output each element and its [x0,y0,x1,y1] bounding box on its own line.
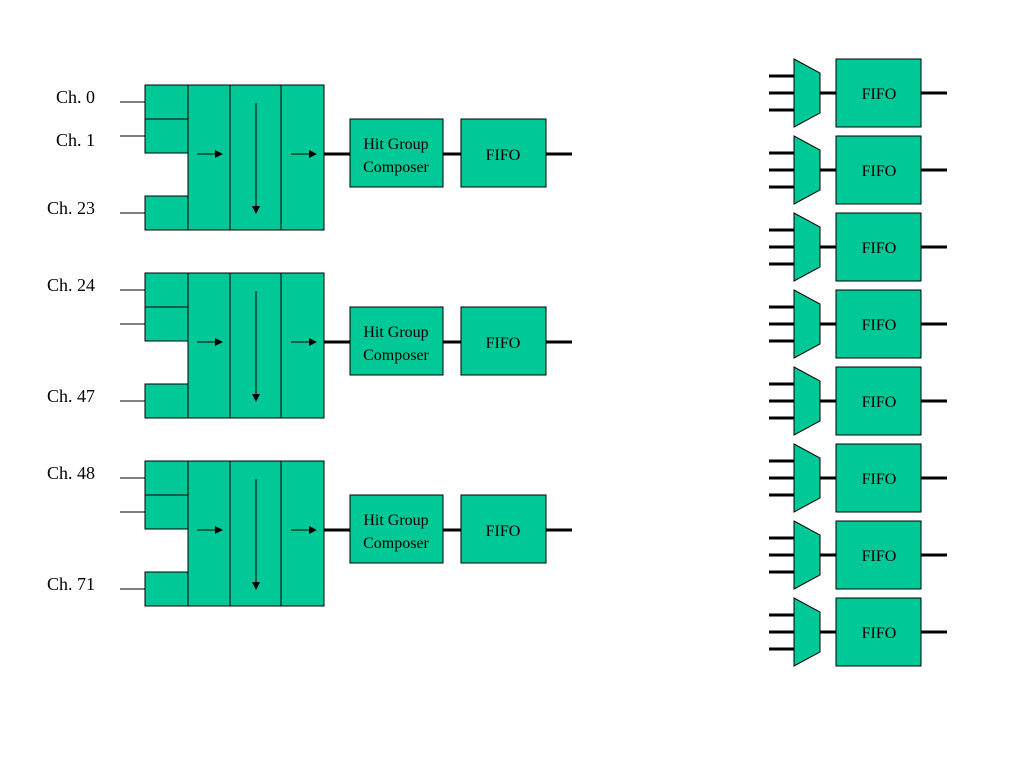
multiplexer [793,443,821,513]
multiplexer [793,366,821,436]
channel-label: Ch. 24 [47,275,95,295]
channel-label: Ch. 47 [47,386,95,406]
channel-label: Ch. 71 [47,574,95,594]
fifo-box [835,212,922,282]
fifo-box [835,135,922,205]
fifo-label: FIFO [862,471,897,488]
multiplexer [793,597,821,667]
multiplexer [793,289,821,359]
input-cell [144,195,189,231]
channel-label: Ch. 48 [47,463,95,483]
fifo-label: FIFO [486,335,521,352]
mux-fifo-row-1: FIFO [769,58,947,128]
mux-fifo-row-4: FIFO [769,289,947,359]
pipeline-stage [280,84,325,231]
channel-label: Ch. 23 [47,198,95,218]
input-cell [144,460,189,496]
mux-fifo-row-5: FIFO [769,366,947,436]
pipeline-stage [187,460,231,607]
input-cell [144,571,189,607]
fifo-label: FIFO [862,548,897,565]
channel-label: Ch. 1 [56,130,95,150]
mux-fifo-row-3: FIFO [769,212,947,282]
input-cell [144,494,189,530]
fifo-box [835,366,922,436]
multiplexer [793,212,821,282]
fifo-label: FIFO [862,240,897,257]
pipeline-stage [280,460,325,607]
fifo-label: FIFO [862,86,897,103]
fifo-box [835,597,922,667]
input-cell [144,272,189,308]
input-cell [144,118,189,154]
fifo-label: FIFO [486,147,521,164]
hit-group-composer-label-line1: Hit Group [363,324,428,341]
fifo-box [835,289,922,359]
input-cell [144,383,189,419]
pipeline-stage [187,272,231,419]
hit-group-composer [349,494,444,564]
hit-group-composer-label-line1: Hit Group [363,512,428,529]
mux-fifo-row-7: FIFO [769,520,947,590]
multiplexer [793,135,821,205]
hit-group-composer-label-line1: Hit Group [363,136,428,153]
hit-group-composer [349,306,444,376]
mux-fifo-row-6: FIFO [769,443,947,513]
fifo-box [835,58,922,128]
hit-group-composer-label-line2: Composer [363,347,429,364]
mux-fifo-column: FIFO FIFO FIFO FIFO FIFO FIFO FIFO FIFO [769,58,947,667]
input-cell [144,84,189,120]
input-cell [144,306,189,342]
mux-fifo-row-8: FIFO [769,597,947,667]
pipeline-stage [187,84,231,231]
fifo-label: FIFO [862,317,897,334]
hit-group-composer-label-line2: Composer [363,535,429,552]
hit-group-composer-label-line2: Composer [363,159,429,176]
fifo-box [835,443,922,513]
multiplexer [793,58,821,128]
pipeline-stage [280,272,325,419]
channel-label: Ch. 0 [56,87,95,107]
hit-group-composer [349,118,444,188]
fifo-box [835,520,922,590]
mux-fifo-row-2: FIFO [769,135,947,205]
fifo-label: FIFO [862,625,897,642]
fifo-label: FIFO [486,523,521,540]
multiplexer [793,520,821,590]
fifo-label: FIFO [862,163,897,180]
fifo-label: FIFO [862,394,897,411]
fifo-box [460,118,547,188]
fifo-box [460,494,547,564]
